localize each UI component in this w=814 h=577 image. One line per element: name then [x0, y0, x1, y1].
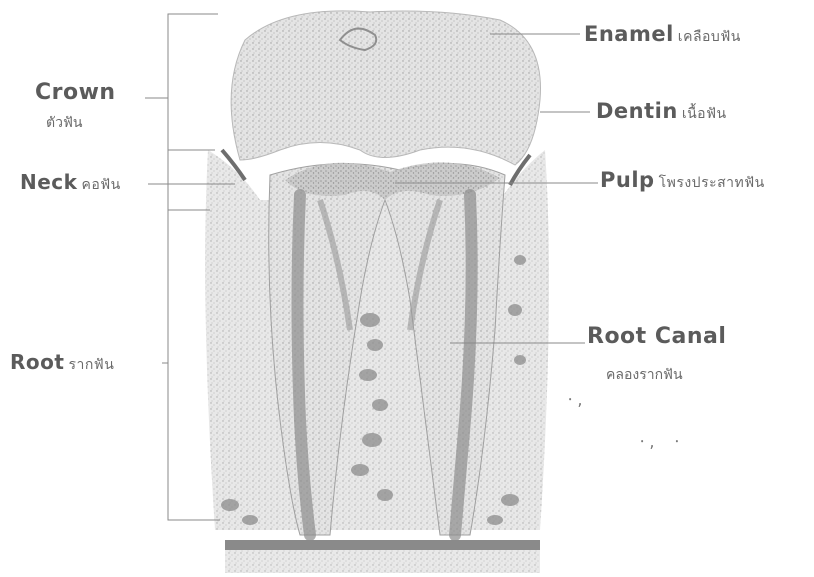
label-crown-th: ตัวฟัน: [46, 112, 82, 134]
label-enamel-th: เคลือบฟัน: [678, 29, 741, 45]
label-root-canal: Root Canal: [587, 324, 726, 349]
label-neck-th: คอฟัน: [81, 177, 120, 193]
label-neck-en: Neck: [20, 170, 77, 194]
label-root-en: Root: [10, 350, 64, 374]
label-crown-en: Crown: [35, 80, 116, 105]
label-dentin-en: Dentin: [596, 99, 678, 123]
label-pulp-en: Pulp: [600, 168, 655, 192]
stray-marks-1: ⸱ ,: [568, 388, 582, 410]
label-pulp-th: โพรงประสาทฟัน: [659, 175, 765, 191]
label-enamel-en: Enamel: [584, 22, 674, 46]
label-dentin-th: เนื้อฟัน: [682, 106, 727, 122]
label-root-canal-en: Root Canal: [587, 324, 726, 349]
jaw-bone-lower: [225, 550, 540, 573]
label-root-canal-th: คลองรากฟัน: [606, 364, 683, 386]
jaw-bone-band: [225, 540, 540, 550]
stray-marks-2: ⸱ , ⸱: [640, 430, 679, 452]
label-crown: Crown: [35, 80, 116, 105]
label-root-th: รากฟัน: [68, 357, 114, 373]
